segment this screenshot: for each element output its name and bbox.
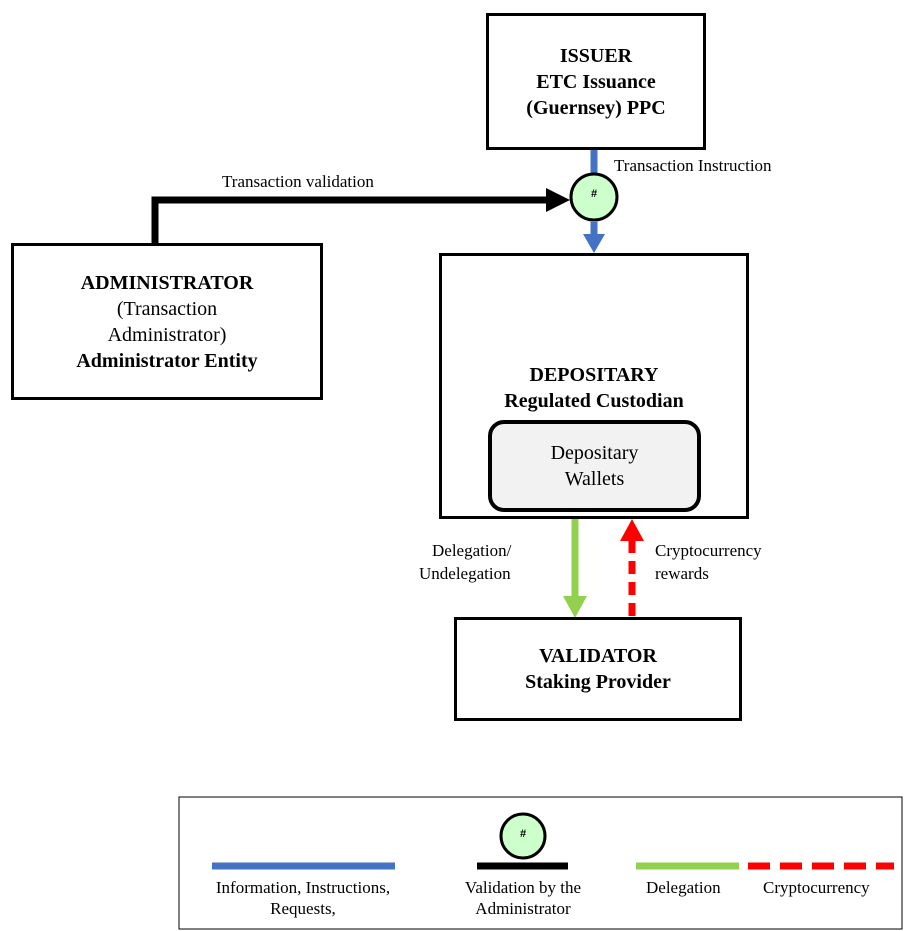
wallets-line1: Depositary: [550, 442, 639, 464]
legend-info-line1: Information, Instructions,: [215, 878, 391, 897]
legend-validation-line2: Administrator: [475, 899, 571, 918]
delegation-label-line2: Undelegation: [419, 564, 511, 583]
delegation-label-line1: Delegation/: [432, 541, 512, 560]
depositary-wallets-box: Depositary Wallets: [488, 420, 701, 512]
rewards-label-line2: rewards: [655, 564, 709, 583]
transaction-instruction-arrowhead: [583, 234, 605, 253]
legend-info-line2: Requests,: [270, 899, 336, 918]
validation-node: [569, 172, 619, 222]
wallets-line2: Wallets: [564, 468, 625, 490]
validator-entity: Staking Provider: [525, 671, 671, 693]
rewards-label-line1: Cryptocurrency: [655, 541, 762, 560]
administrator-sub1: (Transaction: [116, 297, 218, 320]
legend-validation-node: [499, 812, 547, 860]
administrator-box: ADMINISTRATOR (Transaction Administrator…: [11, 243, 323, 400]
depositary-entity: Regulated Custodian: [504, 390, 684, 412]
validation-node-symbol: #: [590, 188, 598, 200]
rewards-arrowhead: [620, 519, 644, 541]
administrator-entity: Administrator Entity: [76, 349, 258, 372]
legend-validation-line1: Validation by the: [464, 878, 582, 897]
validator-box: VALIDATOR Staking Provider: [454, 617, 742, 721]
transaction-validation-label: Transaction validation: [222, 172, 374, 191]
transaction-validation-arrow: [151, 196, 548, 243]
depositary-role: DEPOSITARY: [529, 364, 659, 386]
delegation-arrowhead: [563, 596, 587, 618]
administrator-sub2: Administrator): [107, 323, 227, 346]
issuer-line2: (Guernsey) PPC: [526, 96, 666, 119]
validator-role: VALIDATOR: [539, 645, 657, 667]
legend-delegation-label: Delegation: [646, 878, 721, 897]
issuer-line1: ETC Issuance: [536, 70, 656, 93]
transaction-validation-arrowhead: [546, 188, 570, 212]
administrator-role: ADMINISTRATOR: [80, 271, 254, 294]
issuer-box: ISSUER ETC Issuance (Guernsey) PPC: [486, 13, 706, 150]
issuer-role: ISSUER: [559, 44, 633, 67]
legend-validation-label: Validation by the Administrator: [436, 877, 610, 919]
legend-validation-symbol: #: [519, 828, 527, 840]
legend-cryptocurrency-label: Cryptocurrency: [763, 878, 870, 897]
legend-info-label: Information, Instructions, Requests,: [188, 877, 418, 919]
transaction-instruction-label: Transaction Instruction: [614, 156, 772, 175]
